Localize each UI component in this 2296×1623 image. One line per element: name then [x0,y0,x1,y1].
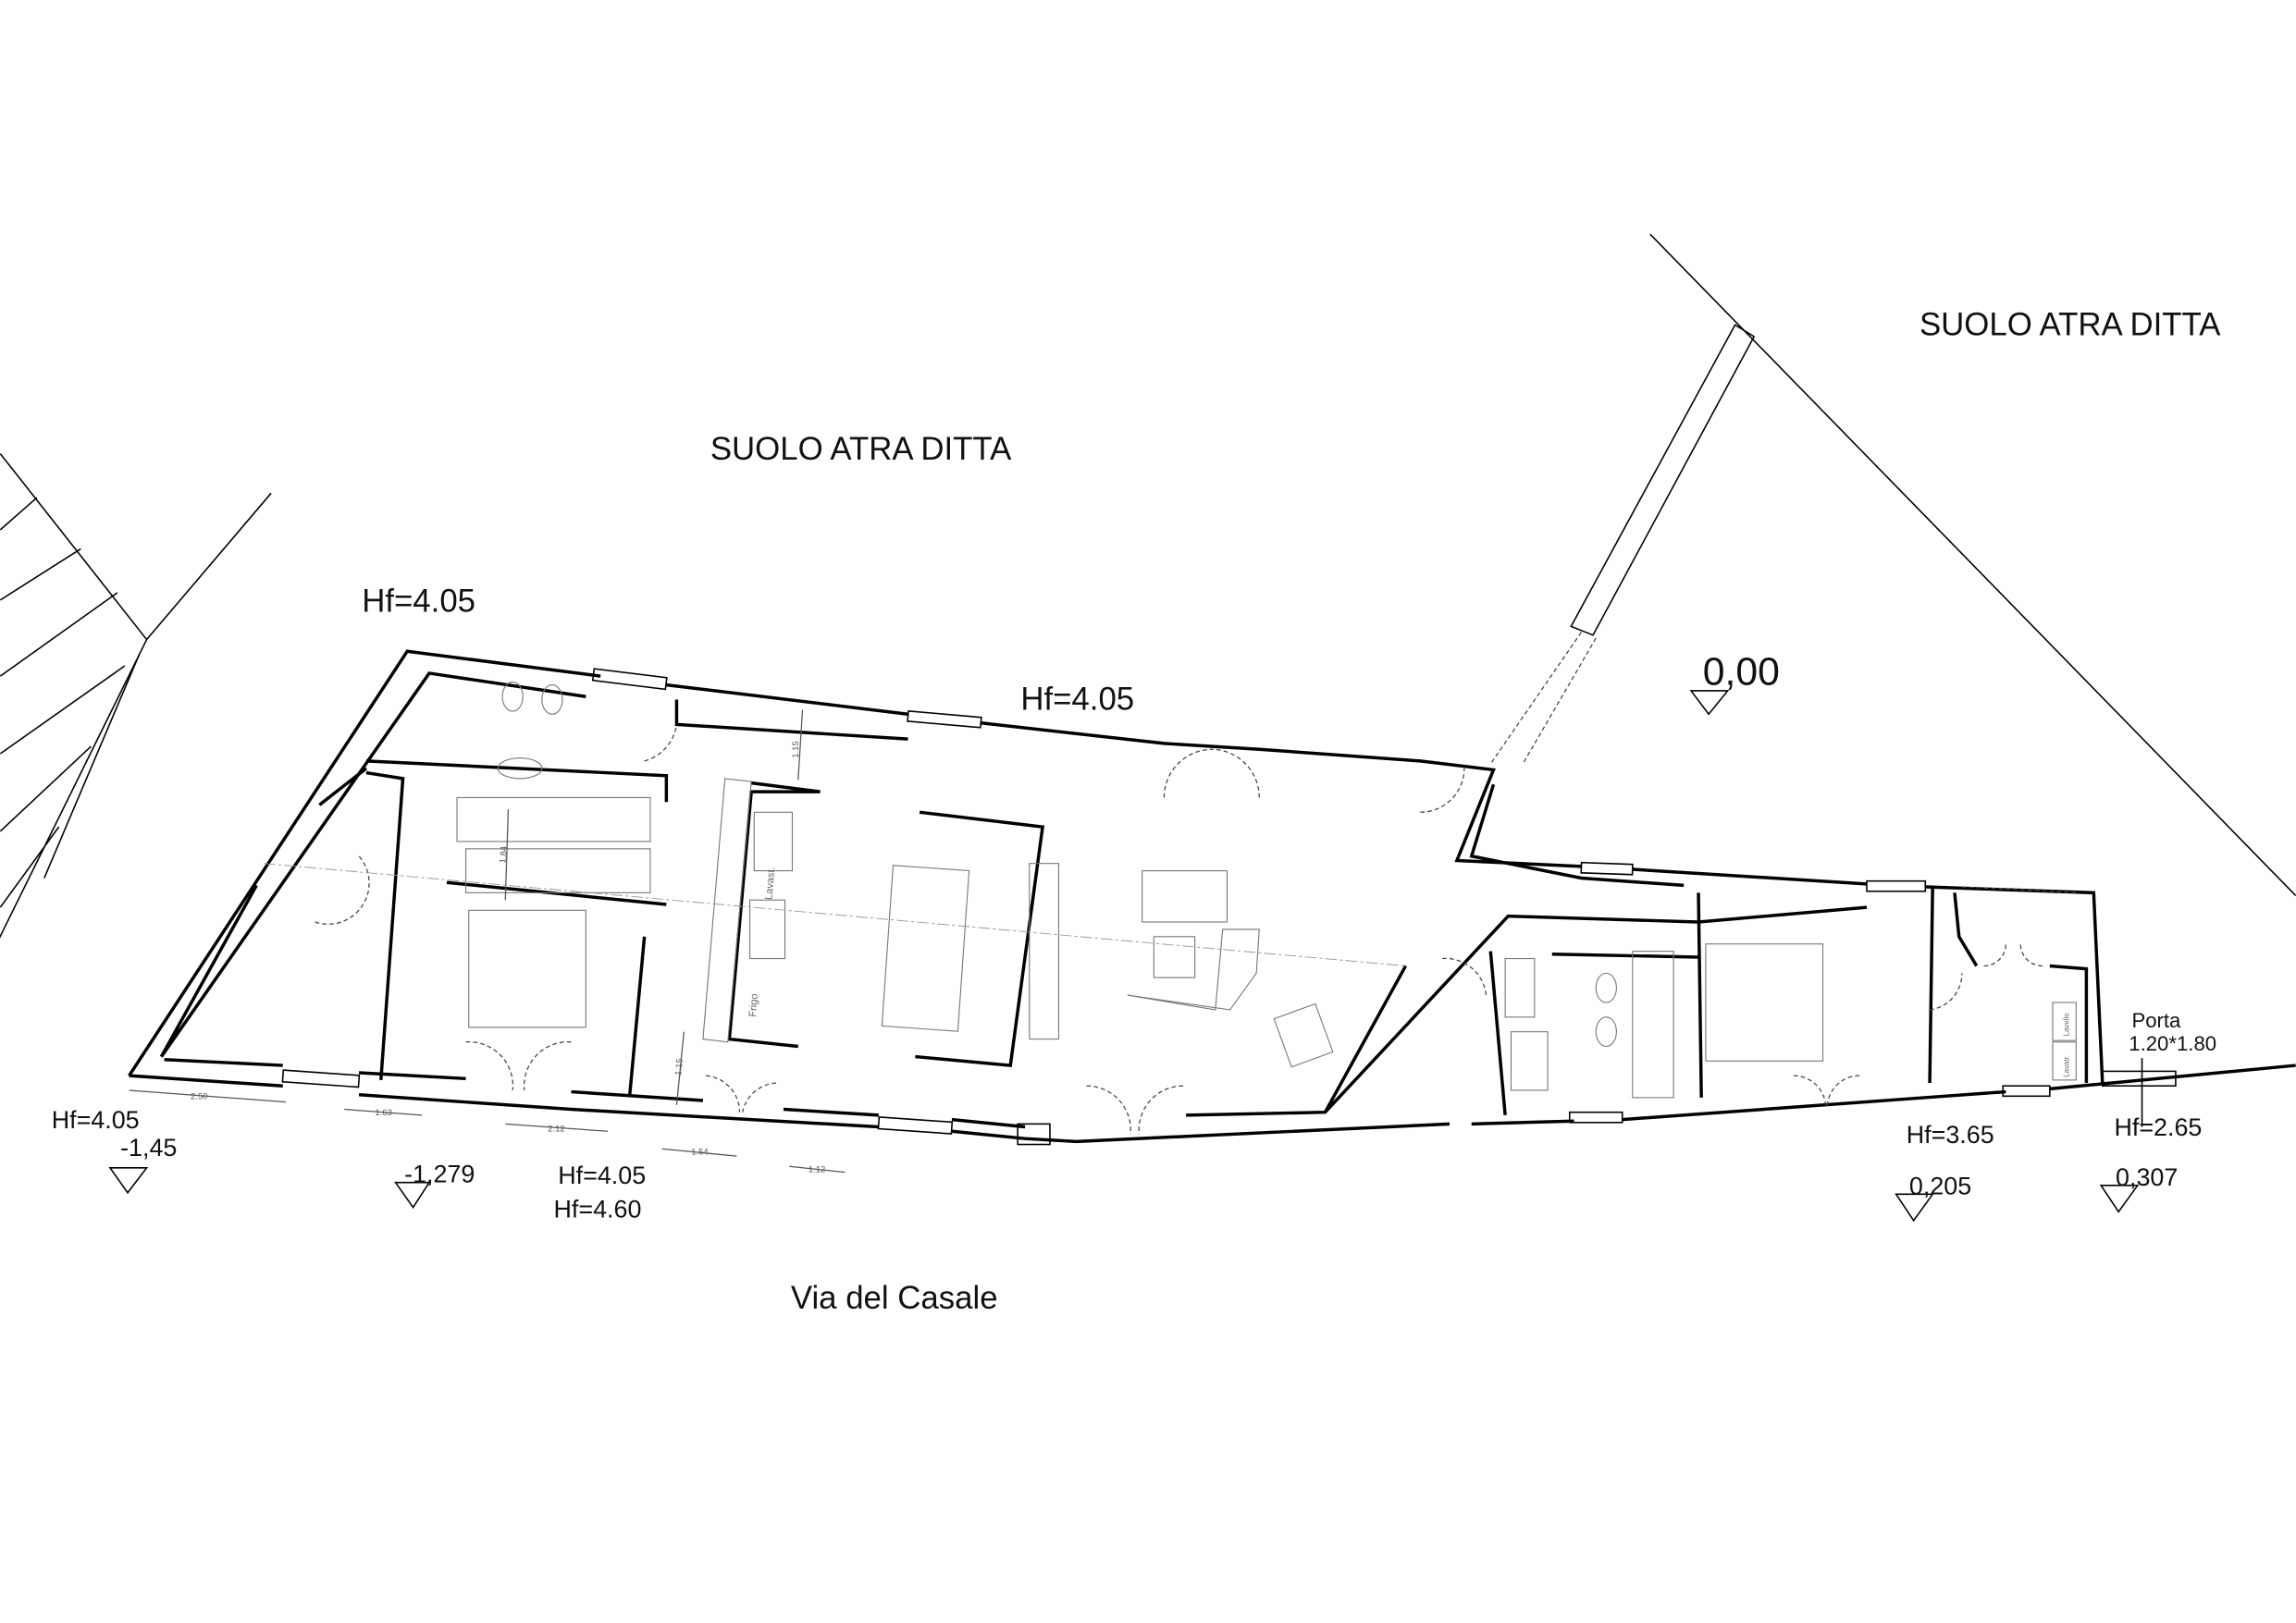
door-note-size: 1.20*1.80 [2129,1032,2216,1055]
washer-label: Lavatr. [2062,1055,2070,1077]
height-bottom-left: Hf=4.05 [52,1106,140,1134]
door-note-title: Porta [2131,1009,2181,1032]
building-walls [128,649,2296,1146]
height-top-left: Hf=4.05 [362,583,475,619]
fridge-label: Frigo [747,993,760,1017]
level-right-2: 0,307 [2116,1163,2178,1191]
level-marker-center-left [394,1181,431,1209]
level-marker-right-1 [1895,1193,1934,1223]
dim-1-63: 1.63 [375,1108,391,1118]
left-lot-lines [0,453,272,939]
height-bottom-right-1: Hf=3.65 [1907,1121,1994,1149]
dim-1-12: 1.12 [809,1165,825,1175]
right-wing: Lavello Lavatr. [1504,943,2077,1099]
section-line [264,863,1406,966]
dim-2-50: 2.50 [191,1091,207,1101]
level-left: -1,45 [120,1134,177,1162]
dishwasher-label: Lavast. [763,867,777,901]
level-right-1: 0,205 [1909,1172,1971,1199]
neighbor-label-right: SUOLO ATRA DITTA [1920,306,2221,342]
level-center-left: -1,279 [404,1161,475,1188]
level-marker-right-2 [2099,1185,2140,1213]
dim-1-54: 1.54 [691,1148,708,1158]
level-markers [108,690,2143,1223]
sink-label: Lavello [2062,1013,2070,1037]
windows [281,668,2177,1135]
bedroom-left [456,681,651,1028]
kitchen: Lavast. Frigo [702,778,1060,1067]
height-bottom-center-1: Hf=4.05 [558,1162,646,1189]
level-courtyard: 0,00 [1703,650,1780,695]
living-furniture [1127,870,1334,1068]
height-bottom-center-2: Hf=4.60 [554,1196,642,1223]
height-top-center: Hf=4.05 [1020,682,1134,718]
labels: SUOLO ATRA DITTA SUOLO ATRA DITTA Via de… [52,306,2222,1315]
street-label: Via del Casale [791,1280,998,1316]
dim-v-1-15-bottom: 1.15 [673,1058,685,1076]
dimensions: 2.50 1.63 2.12 1.54 1.12 1.15 1.84 1.15 [129,709,846,1175]
doors [315,724,2043,1135]
neighbor-label-left: SUOLO ATRA DITTA [710,431,1012,467]
right-lot-lines [1489,233,2296,897]
dim-v-1-84: 1.84 [498,846,510,864]
height-bottom-right-2: Hf=2.65 [2114,1113,2202,1141]
dim-2-12: 2.12 [548,1124,564,1134]
dim-v-1-15-top: 1.15 [791,741,801,757]
level-marker-left [108,1167,149,1195]
level-marker-courtyard [1689,690,1730,716]
